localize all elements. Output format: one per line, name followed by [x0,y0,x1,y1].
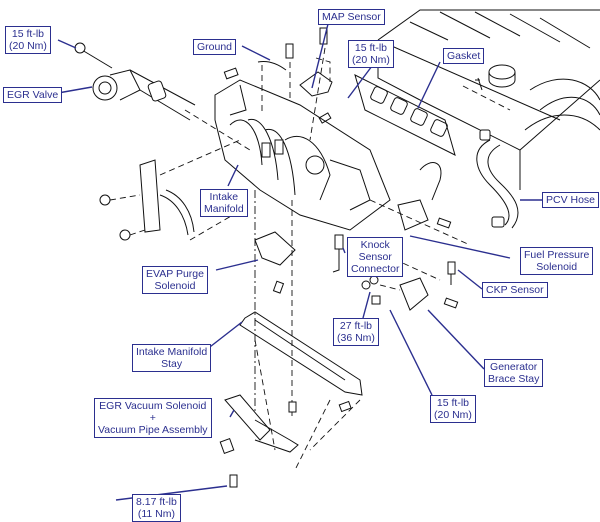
label-knock-sensor-connector: Knock Sensor Connector [347,237,404,277]
left-bracket-drawing [99,139,251,241]
egr-valve-drawing [74,42,251,151]
label-egr-vacuum-solenoid: EGR Vacuum Solenoid + Vacuum Pipe Assemb… [94,398,212,438]
label-torque-27: 27 ft-lb (36 Nm) [333,318,379,346]
evap-solenoid-drawing [254,190,344,420]
egr-vacuum-solenoid-drawing [219,394,299,488]
label-ckp-sensor: CKP Sensor [482,282,548,298]
manifold-stay-drawing [239,311,363,471]
label-torque-8-17: 8.17 ft-lb (11 Nm) [132,494,181,522]
gasket-drawing [354,74,456,156]
label-generator-brace-stay: Generator Brace Stay [484,359,544,387]
intake-manifold-drawing [214,79,391,231]
cylinder-head-drawing [377,9,600,190]
label-ground: Ground [193,39,237,55]
leader-lines [57,23,542,501]
ground-and-bolts [223,27,328,115]
label-gasket: Gasket [443,48,485,64]
label-intake-manifold: Intake Manifold [200,189,248,217]
brace-stay-drawing [361,254,459,311]
label-intake-manifold-stay: Intake Manifold Stay [132,344,212,372]
label-fuel-pressure-solenoid: Fuel Pressure Solenoid [520,247,594,275]
pcv-hose-drawing [476,129,519,229]
label-map-sensor: MAP Sensor [318,9,385,25]
map-sensor-drawing [299,47,333,141]
label-evap-purge-solenoid: EVAP Purge Solenoid [142,266,208,294]
label-egr-valve: EGR Valve [3,87,63,103]
label-torque-egr-bolt: 15 ft-lb (20 Nm) [5,26,51,54]
label-torque-map-bolt: 15 ft-lb (20 Nm) [348,40,394,68]
label-torque-brace-bolt: 15 ft-lb (20 Nm) [430,395,476,423]
fuel-pressure-solenoid-drawing [369,162,471,246]
label-pcv-hose: PCV Hose [542,192,600,208]
